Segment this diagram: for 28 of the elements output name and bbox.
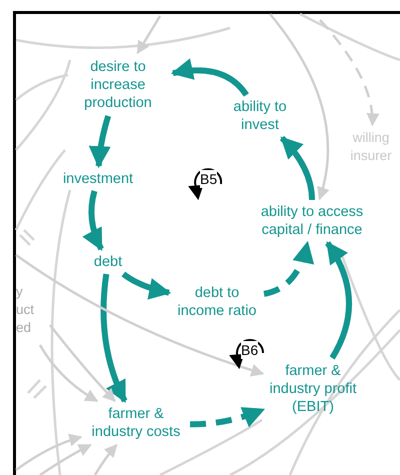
arrow bbox=[319, 19, 379, 126]
arrow bbox=[15, 434, 82, 472]
node-label: ability to invest bbox=[232, 98, 288, 134]
arrow bbox=[100, 274, 128, 403]
arrow bbox=[280, 136, 315, 200]
arrow bbox=[82, 190, 104, 251]
node-label: debt bbox=[94, 253, 122, 271]
node-label: investment bbox=[62, 170, 134, 188]
node-label: ability to access capital / finance bbox=[260, 203, 364, 239]
node-label: debt to income ratio bbox=[176, 284, 258, 320]
arrow bbox=[170, 58, 249, 97]
arrow bbox=[39, 444, 92, 475]
arrow bbox=[38, 344, 98, 402]
loop-label: B5 bbox=[200, 170, 218, 188]
arrow bbox=[122, 272, 172, 300]
node-label: farmer & industry profit (EBIT) bbox=[268, 362, 358, 416]
arrow bbox=[15, 254, 264, 376]
arrow bbox=[49, 324, 116, 402]
arrow bbox=[325, 241, 352, 360]
arrow bbox=[269, 13, 330, 200]
arrow bbox=[263, 240, 314, 297]
node-label: farmer & industry costs bbox=[90, 405, 182, 441]
arrow bbox=[94, 444, 118, 475]
node-label: desire to increase production bbox=[83, 58, 153, 112]
loop-label: B6 bbox=[241, 341, 258, 359]
arrow bbox=[190, 406, 266, 428]
arrow bbox=[136, 15, 162, 54]
arrow bbox=[89, 115, 112, 168]
